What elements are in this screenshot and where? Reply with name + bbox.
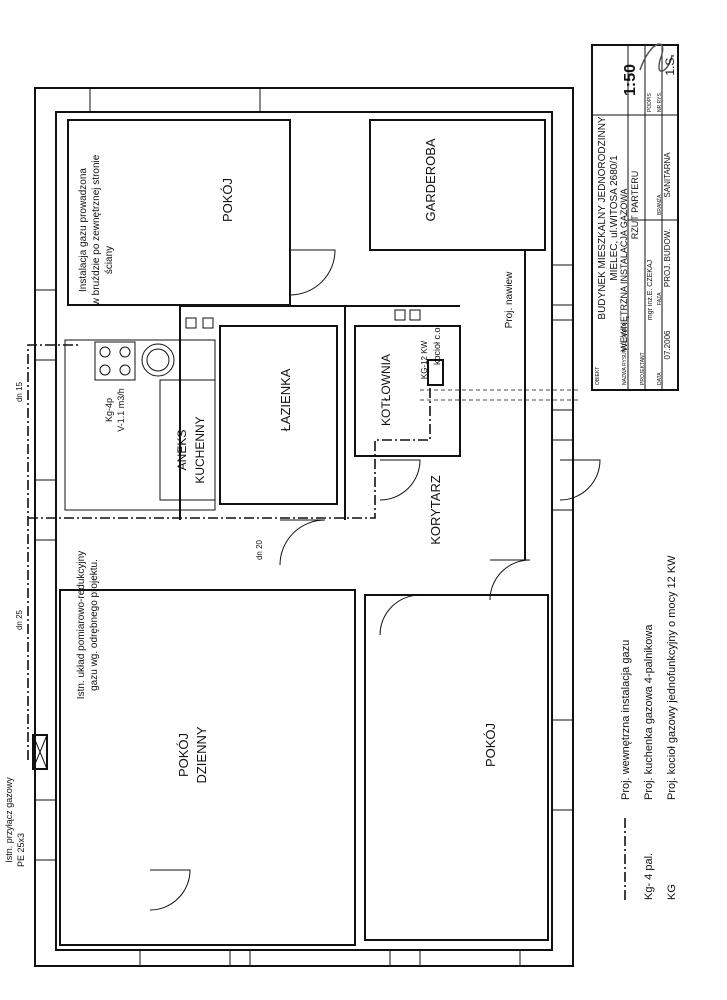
- title-block: OBIEKT BUDYNEK MIESZKALNY JEDNORODZINNY …: [591, 43, 679, 391]
- tb-projektant: mgr inż.E. CZEKAJ: [647, 260, 654, 320]
- tb-faza: PROJ. BUDOW.: [663, 229, 672, 287]
- note-kg4p-1: Kg-4p: [104, 398, 114, 422]
- legend-l3-key: KG: [666, 884, 678, 900]
- note-boiler-2: kocioł c.o.: [432, 325, 442, 365]
- tb-scale: 1:50: [622, 64, 639, 96]
- tb-nr: 1.S.: [663, 54, 677, 75]
- outer-walls: [34, 87, 574, 967]
- tb-data: 07.2006: [663, 330, 672, 359]
- gas-installation: [27, 344, 580, 760]
- tb-nazwa-1: WEWNĘTRZNA INSTALACJA GAZOWA: [619, 188, 629, 351]
- note-meter-2: gazu wg. odrębnego projektu.: [89, 559, 100, 691]
- note-gas-line-2: w bruździe po zewnętrznej stronie: [91, 154, 102, 306]
- room-kuchenny: KUCHENNY: [193, 416, 207, 483]
- note-boiler-1: KG-12 KW: [420, 340, 429, 379]
- gas-meter-symbol: [32, 734, 48, 770]
- room-pokoj-top: POKÓJ: [220, 178, 235, 222]
- room-pokoj-dzienny-1: POKÓJ: [176, 733, 191, 777]
- note-gas-line-1: Instalacja gazu prowadzona: [78, 168, 89, 292]
- note-kg4p-2: V-1.1 m3/h: [116, 388, 126, 432]
- note-nawiew: Proj. nawiew: [504, 271, 515, 328]
- room-kotlownia: KOTŁOWNIA: [379, 354, 393, 426]
- tb-nazwa-2: RZUT PARTERU: [630, 171, 640, 240]
- legend-l1-text: Proj. wewnętrzna instalacja gazu: [620, 640, 632, 800]
- tb-faza-label: FAZA: [657, 292, 663, 305]
- legend-l2-key: Kg- 4 pal.: [643, 853, 655, 900]
- boiler-symbol: [427, 359, 444, 386]
- note-meter-1: Istn. układ pomiarowo-redukcyjny: [76, 551, 87, 699]
- tb-branza-label: BRANŻA: [656, 194, 663, 215]
- tb-obiekt-label: OBIEKT: [595, 367, 601, 385]
- legend-l2-text: Proj. kuchenka gazowa 4-palnikowa: [643, 624, 655, 800]
- note-przylacz-1: Istn. przyłącz gazowy: [4, 777, 14, 863]
- kitchen-stove: [94, 341, 175, 381]
- note-dn15: dn 15: [15, 381, 24, 402]
- tb-data-label: DATA: [657, 372, 663, 385]
- tb-podpis-label: PODPIS: [647, 92, 653, 112]
- note-przylacz-2: PE 25x3: [16, 833, 26, 867]
- ventilation-symbols: [185, 309, 421, 329]
- tb-nazwa-label: NAZWA RYSUNKU, SKALA: [622, 322, 628, 385]
- note-gas-line-3: ściany: [104, 246, 115, 274]
- room-aneks: ANEKS: [175, 430, 189, 471]
- doors: [149, 249, 601, 911]
- room-labels: POKÓJ GARDEROBA ŁAZIENKA ANEKS KUCHENNY …: [175, 138, 498, 783]
- tb-obiekt-2: MIELEC, ul.WITOSA 2680/1: [609, 155, 620, 281]
- tb-branza: SANITARNA: [663, 152, 672, 198]
- signature-mark: [639, 43, 673, 72]
- tb-nr-label: NR RYS.: [657, 92, 663, 112]
- room-garderoba: GARDEROBA: [423, 138, 438, 221]
- legend-l3-text: Proj. kocioł gazowy jednofunkcyjny o moc…: [666, 555, 678, 800]
- room-lazienka: ŁAZIENKA: [278, 368, 293, 431]
- room-pokoj-bottom: POKÓJ: [483, 723, 498, 767]
- tb-obiekt-1: BUDYNEK MIESZKALNY JEDNORODZINNY: [597, 116, 608, 320]
- note-dn20: dn 20: [255, 539, 264, 560]
- tb-projektant-label: PROJEKTANT: [640, 352, 646, 385]
- legend: Proj. wewnętrzna instalacja gazu Kg- 4 p…: [620, 555, 678, 900]
- note-dn25: dn 25: [15, 609, 24, 630]
- notes: Instalacja gazu prowadzona w bruździe po…: [4, 154, 515, 867]
- interior-walls: [59, 119, 549, 946]
- room-korytarz: KORYTARZ: [428, 475, 443, 545]
- room-pokoj-dzienny-2: DZIENNY: [194, 726, 209, 783]
